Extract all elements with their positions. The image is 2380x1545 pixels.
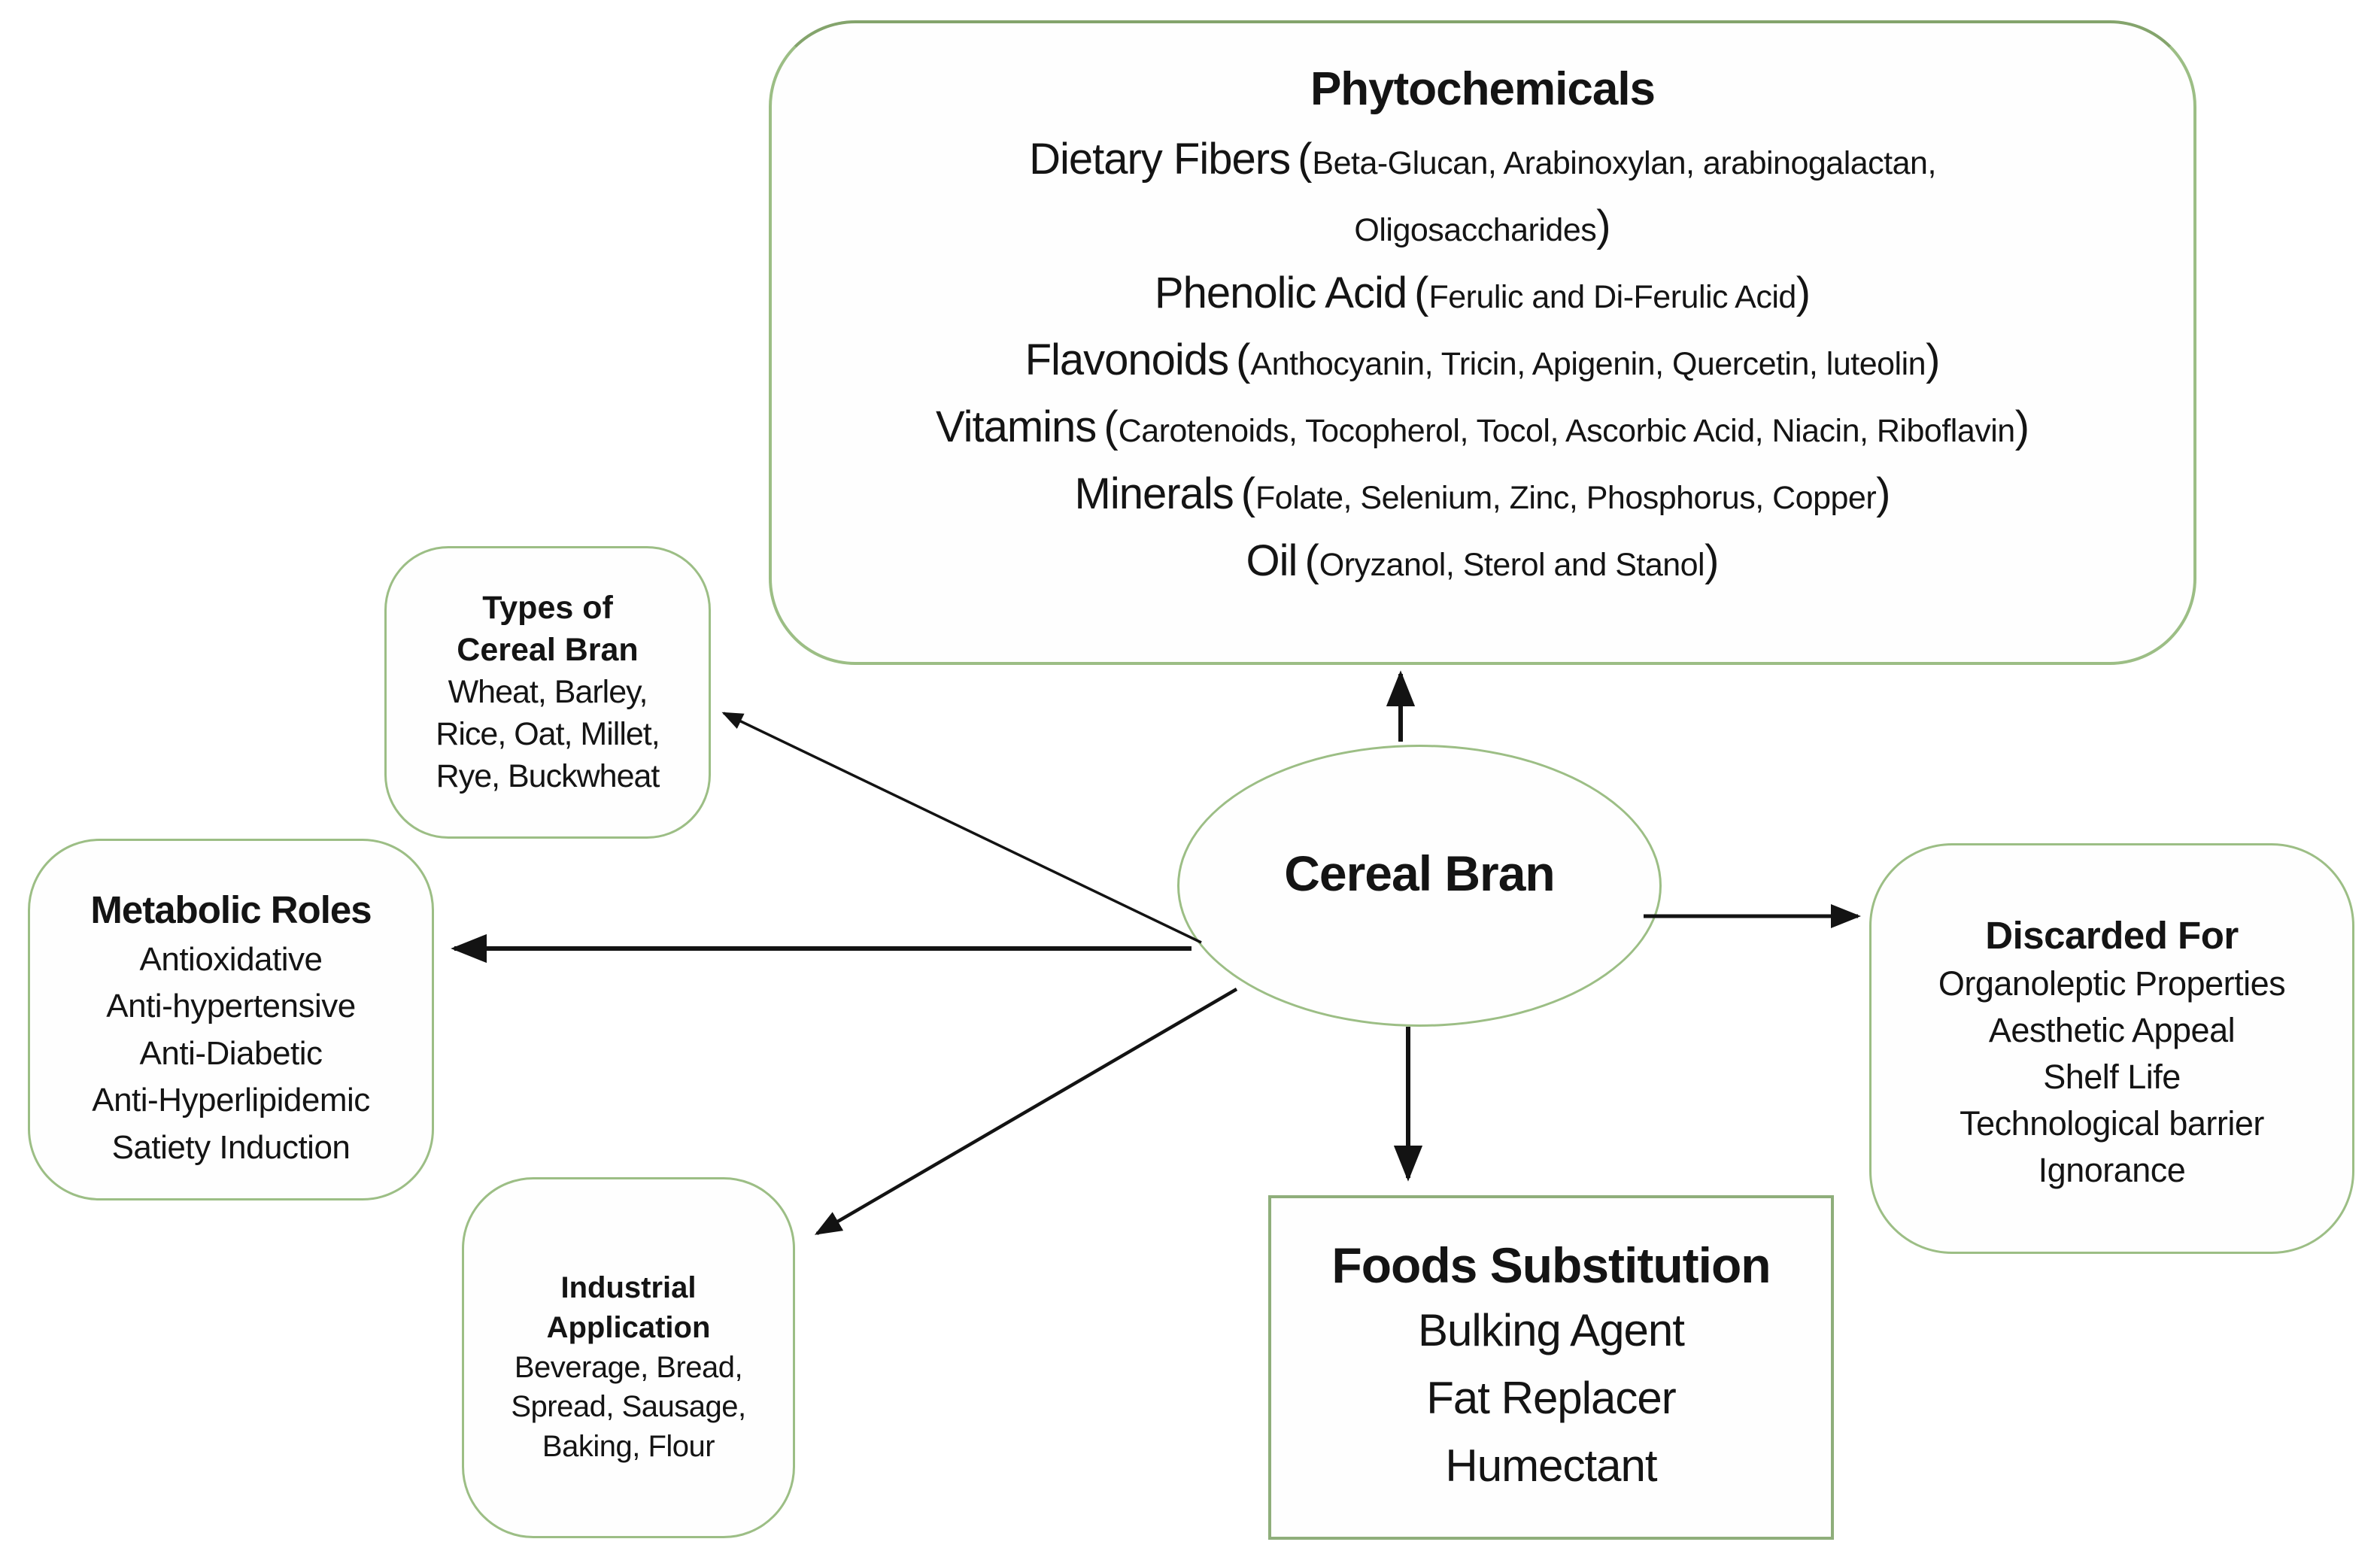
discarded-item-ignorance: Ignorance	[2038, 1151, 2186, 1190]
phytochemicals-row-flavonoids: Flavonoids(Anthocyanin, Tricin, Apigenin…	[1025, 335, 1941, 384]
types-body-line3: Rye, Buckwheat	[436, 757, 660, 794]
industrial-body-line3: Baking, Flour	[542, 1430, 715, 1464]
arrow-to-types-of-cereal-bran	[721, 712, 1202, 944]
node-phytochemicals: Phytochemicals Dietary Fibers(Beta-Gluca…	[769, 20, 2196, 665]
phytochemicals-row-vitamins: Vitamins(Carotenoids, Tocopherol, Tocol,…	[935, 402, 2030, 451]
metabolic-item-antioxidative: Antioxidative	[139, 941, 323, 978]
types-body-line2: Rice, Oat, Millet,	[436, 715, 660, 752]
types-title-line1: Types of	[482, 590, 613, 626]
types-title-line2: Cereal Bran	[457, 631, 639, 668]
phytochemicals-row-minerals: Minerals(Folate, Selenium, Zinc, Phospho…	[1074, 469, 1891, 518]
node-foods-substitution: Foods Substitution Bulking Agent Fat Rep…	[1268, 1195, 1834, 1540]
discarded-item-aesthetic: Aesthetic Appeal	[1988, 1011, 2236, 1050]
phytochemicals-row-oil: Oil(Oryzanol, Sterol and Stanol)	[1246, 536, 1720, 585]
metabolic-item-satiety-induction: Satiety Induction	[111, 1128, 351, 1166]
node-types-of-cereal-bran: Types of Cereal Bran Wheat, Barley, Rice…	[384, 546, 711, 839]
discarded-item-shelf-life: Shelf Life	[2043, 1058, 2181, 1097]
industrial-title-line1: Industrial	[560, 1271, 697, 1304]
node-cereal-bran-ellipse: Cereal Bran	[1177, 745, 1662, 1027]
metabolic-title: Metabolic Roles	[90, 888, 372, 931]
arrow-to-industrial-application	[814, 988, 1238, 1235]
metabolic-item-anti-hypertensive: Anti-hypertensive	[106, 988, 356, 1025]
metabolic-item-anti-hyperlipidemic: Anti-Hyperlipidemic	[92, 1082, 370, 1119]
phytochemicals-row-phenolic-acid: Phenolic Acid(Ferulic and Di-Ferulic Aci…	[1154, 268, 1811, 317]
foods-title: Foods Substitution	[1331, 1237, 1771, 1293]
phytochemicals-row-dietary-fibers: Dietary Fibers(Beta-Glucan, Arabinoxylan…	[1029, 135, 1936, 184]
types-body-line1: Wheat, Barley,	[448, 673, 648, 710]
industrial-body-line2: Spread, Sausage,	[511, 1390, 746, 1424]
foods-item-humectant: Humectant	[1445, 1440, 1657, 1491]
industrial-body-line1: Beverage, Bread,	[514, 1350, 743, 1384]
node-industrial-application: Industrial Application Beverage, Bread, …	[462, 1177, 795, 1538]
node-discarded-for: Discarded For Organoleptic Properties Ae…	[1869, 843, 2354, 1254]
foods-item-bulking-agent: Bulking Agent	[1418, 1304, 1685, 1355]
phytochemicals-title: Phytochemicals	[1310, 63, 1656, 115]
discarded-item-organoleptic: Organoleptic Properties	[1938, 964, 2286, 1003]
industrial-title-line2: Application	[546, 1310, 711, 1344]
discarded-title: Discarded For	[1985, 914, 2239, 957]
phytochemicals-row-oligosaccharides: Oligosaccharides)	[1354, 201, 1611, 250]
metabolic-item-anti-diabetic: Anti-Diabetic	[139, 1034, 323, 1072]
discarded-item-technological: Technological barrier	[1960, 1104, 2264, 1143]
node-metabolic-roles: Metabolic Roles Antioxidative Anti-hyper…	[28, 839, 434, 1200]
foods-item-fat-replacer: Fat Replacer	[1426, 1372, 1676, 1423]
cereal-bran-label: Cereal Bran	[1284, 845, 1556, 901]
